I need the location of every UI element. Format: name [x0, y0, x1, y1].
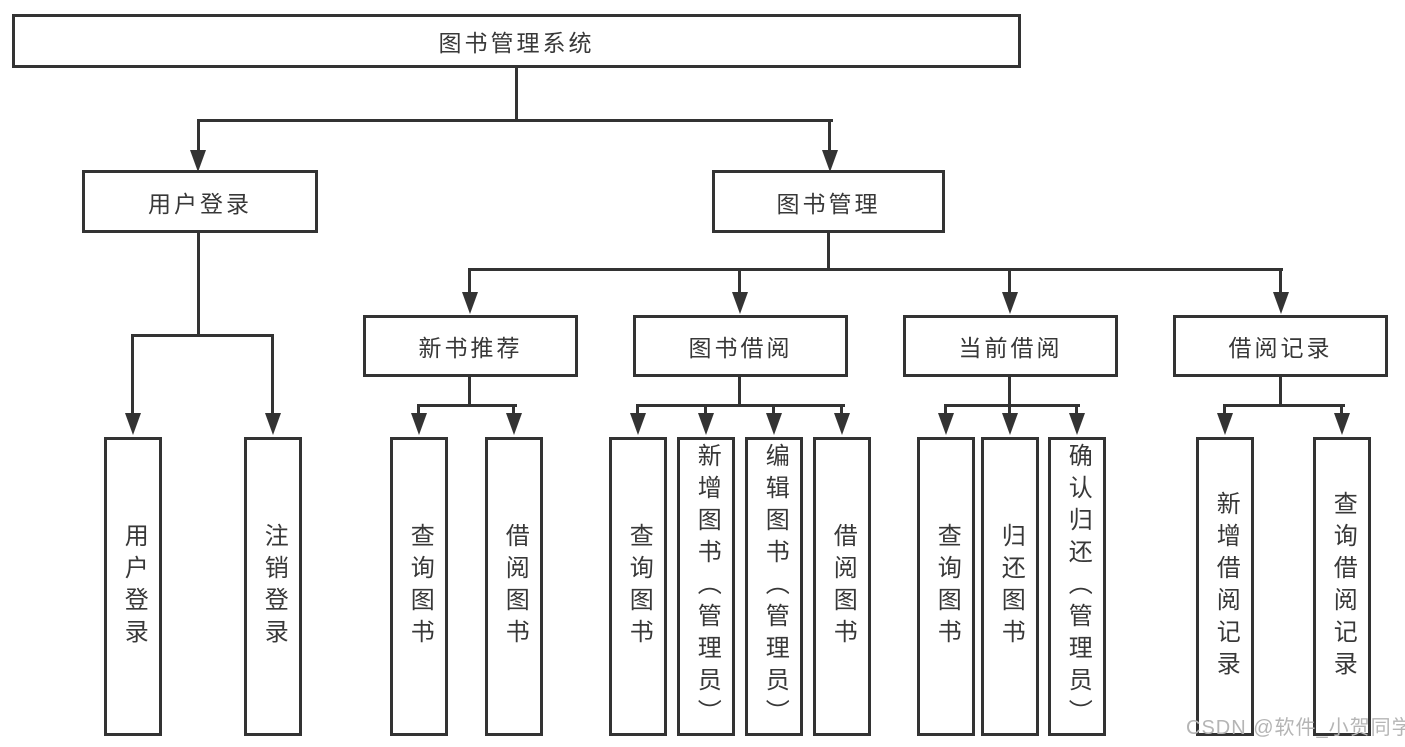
- connector-line: [417, 404, 420, 415]
- connector-line: [131, 334, 134, 415]
- connector-line: [197, 119, 833, 122]
- node-label: 图书管理系统: [438, 30, 595, 56]
- connector-line: [704, 404, 707, 415]
- connector-line: [828, 119, 831, 152]
- leaf-cb-confirm-return-admin: 确认归还（管理员）: [1048, 437, 1106, 736]
- connector-line: [1223, 404, 1345, 407]
- connector-line: [738, 268, 741, 294]
- csdn-watermark: CSDN @软件_小贺同学: [1186, 717, 1405, 739]
- leaf-label: 查询图书: [406, 522, 434, 651]
- arrow-down-icon: [1002, 413, 1018, 435]
- node-user-login: 用户登录: [82, 170, 318, 233]
- connector-line: [468, 268, 471, 294]
- arrow-down-icon: [630, 413, 646, 435]
- node-label: 用户登录: [148, 190, 252, 217]
- node-label: 借阅记录: [1228, 335, 1333, 361]
- connector-line: [417, 404, 517, 407]
- connector-line: [197, 119, 200, 152]
- leaf-bb-borrow-books: 借阅图书: [813, 437, 871, 736]
- connector-line: [1223, 404, 1226, 415]
- node-label: 图书借阅: [688, 335, 793, 361]
- leaf-label: 编辑图书（管理员）: [761, 442, 789, 731]
- node-new-book-recommend: 新书推荐: [363, 315, 578, 377]
- leaf-bb-add-books-admin: 新增图书（管理员）: [677, 437, 735, 736]
- connector-line: [944, 404, 947, 415]
- arrow-down-icon: [190, 150, 206, 172]
- leaf-br-query-record: 查询借阅记录: [1313, 437, 1371, 736]
- node-label: 新书推荐: [418, 335, 523, 361]
- arrow-down-icon: [125, 413, 141, 435]
- arrow-down-icon: [698, 413, 714, 435]
- arrow-down-icon: [766, 413, 782, 435]
- arrow-down-icon: [732, 292, 748, 314]
- connector-line: [1279, 268, 1282, 294]
- leaf-label: 确认归还（管理员）: [1064, 442, 1092, 731]
- arrow-down-icon: [411, 413, 427, 435]
- connector-line: [827, 233, 830, 270]
- node-book-management: 图书管理: [712, 170, 945, 233]
- leaf-logout: 注销登录: [244, 437, 302, 736]
- arrow-down-icon: [506, 413, 522, 435]
- connector-line: [772, 404, 775, 415]
- arrow-down-icon: [1002, 292, 1018, 314]
- node-label: 当前借阅: [958, 335, 1063, 361]
- connector-line: [197, 233, 200, 336]
- arrow-down-icon: [462, 292, 478, 314]
- leaf-label: 查询借阅记录: [1329, 490, 1357, 683]
- arrow-down-icon: [1334, 413, 1350, 435]
- connector-line: [1008, 404, 1011, 415]
- connector-line: [1279, 377, 1282, 406]
- connector-line: [1008, 377, 1011, 406]
- connector-line: [840, 404, 843, 415]
- arrow-down-icon: [822, 150, 838, 172]
- connector-line: [515, 68, 518, 120]
- arrow-down-icon: [1069, 413, 1085, 435]
- leaf-cb-query-books: 查询图书: [917, 437, 975, 736]
- connector-line: [512, 404, 515, 415]
- leaf-label: 用户登录: [120, 522, 148, 651]
- leaf-cb-return-books: 归还图书: [981, 437, 1039, 736]
- connector-line: [1008, 268, 1011, 294]
- connector-line: [738, 377, 741, 406]
- leaf-label: 归还图书: [997, 522, 1025, 651]
- leaf-label: 查询图书: [625, 522, 653, 651]
- leaf-label: 新增图书（管理员）: [693, 442, 721, 731]
- leaf-label: 借阅图书: [829, 522, 857, 651]
- arrow-down-icon: [265, 413, 281, 435]
- arrow-down-icon: [1217, 413, 1233, 435]
- connector-line: [131, 334, 274, 337]
- leaf-label: 借阅图书: [501, 522, 529, 651]
- leaf-br-add-record: 新增借阅记录: [1196, 437, 1254, 736]
- arrow-down-icon: [834, 413, 850, 435]
- leaf-nb-borrow-books: 借阅图书: [485, 437, 543, 736]
- connector-line: [636, 404, 845, 407]
- node-label: 图书管理: [776, 190, 881, 217]
- arrow-down-icon: [938, 413, 954, 435]
- connector-line: [636, 404, 639, 415]
- node-library-system: 图书管理系统: [12, 14, 1021, 68]
- leaf-user-login: 用户登录: [104, 437, 162, 736]
- node-current-borrowing: 当前借阅: [903, 315, 1118, 377]
- connector-line: [468, 377, 471, 406]
- connector-line: [468, 268, 1283, 271]
- leaf-label: 新增借阅记录: [1212, 490, 1240, 683]
- leaf-label: 注销登录: [260, 522, 288, 651]
- leaf-bb-query-books: 查询图书: [609, 437, 667, 736]
- leaf-nb-query-books: 查询图书: [390, 437, 448, 736]
- connector-line: [944, 404, 1080, 407]
- node-borrow-records: 借阅记录: [1173, 315, 1388, 377]
- arrow-down-icon: [1273, 292, 1289, 314]
- leaf-bb-edit-books-admin: 编辑图书（管理员）: [745, 437, 803, 736]
- leaf-label: 查询图书: [933, 522, 961, 651]
- connector-line: [1075, 404, 1078, 415]
- node-book-borrowing: 图书借阅: [633, 315, 848, 377]
- connector-line: [1340, 404, 1343, 415]
- connector-line: [271, 334, 274, 415]
